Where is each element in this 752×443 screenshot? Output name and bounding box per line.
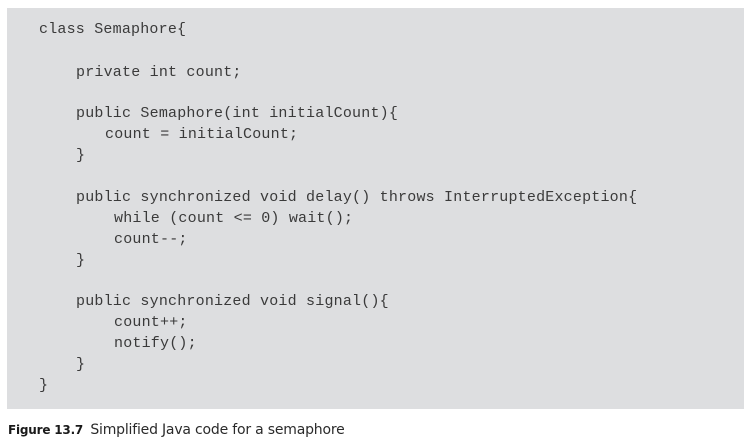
code-line-signal-close: } (76, 356, 86, 373)
code-line-class-declaration: class Semaphore{ (39, 21, 187, 38)
code-line-delay-method: public synchronized void delay() throws … (76, 189, 638, 206)
code-line-field-count: private int count; (76, 64, 242, 81)
code-line-class-close: } (39, 377, 49, 394)
code-line-assign-count: count = initialCount; (105, 126, 299, 143)
code-line-signal-method: public synchronized void signal(){ (76, 293, 389, 310)
code-line-delay-close: } (76, 252, 86, 269)
figure-label: Figure 13.7 (8, 423, 84, 437)
code-line-constructor-close: } (76, 147, 86, 164)
code-line-notify: notify(); (114, 335, 197, 352)
figure-caption-text: Simplified Java code for a semaphore (90, 422, 345, 438)
code-line-while-wait: while (count <= 0) wait(); (114, 210, 354, 227)
figure-caption: Figure 13.7 Simplified Java code for a s… (8, 422, 345, 438)
code-listing: class Semaphore{ private int count; publ… (7, 8, 744, 409)
code-line-decrement: count--; (114, 231, 188, 248)
code-line-increment: count++; (114, 314, 188, 331)
code-line-constructor: public Semaphore(int initialCount){ (76, 105, 399, 122)
